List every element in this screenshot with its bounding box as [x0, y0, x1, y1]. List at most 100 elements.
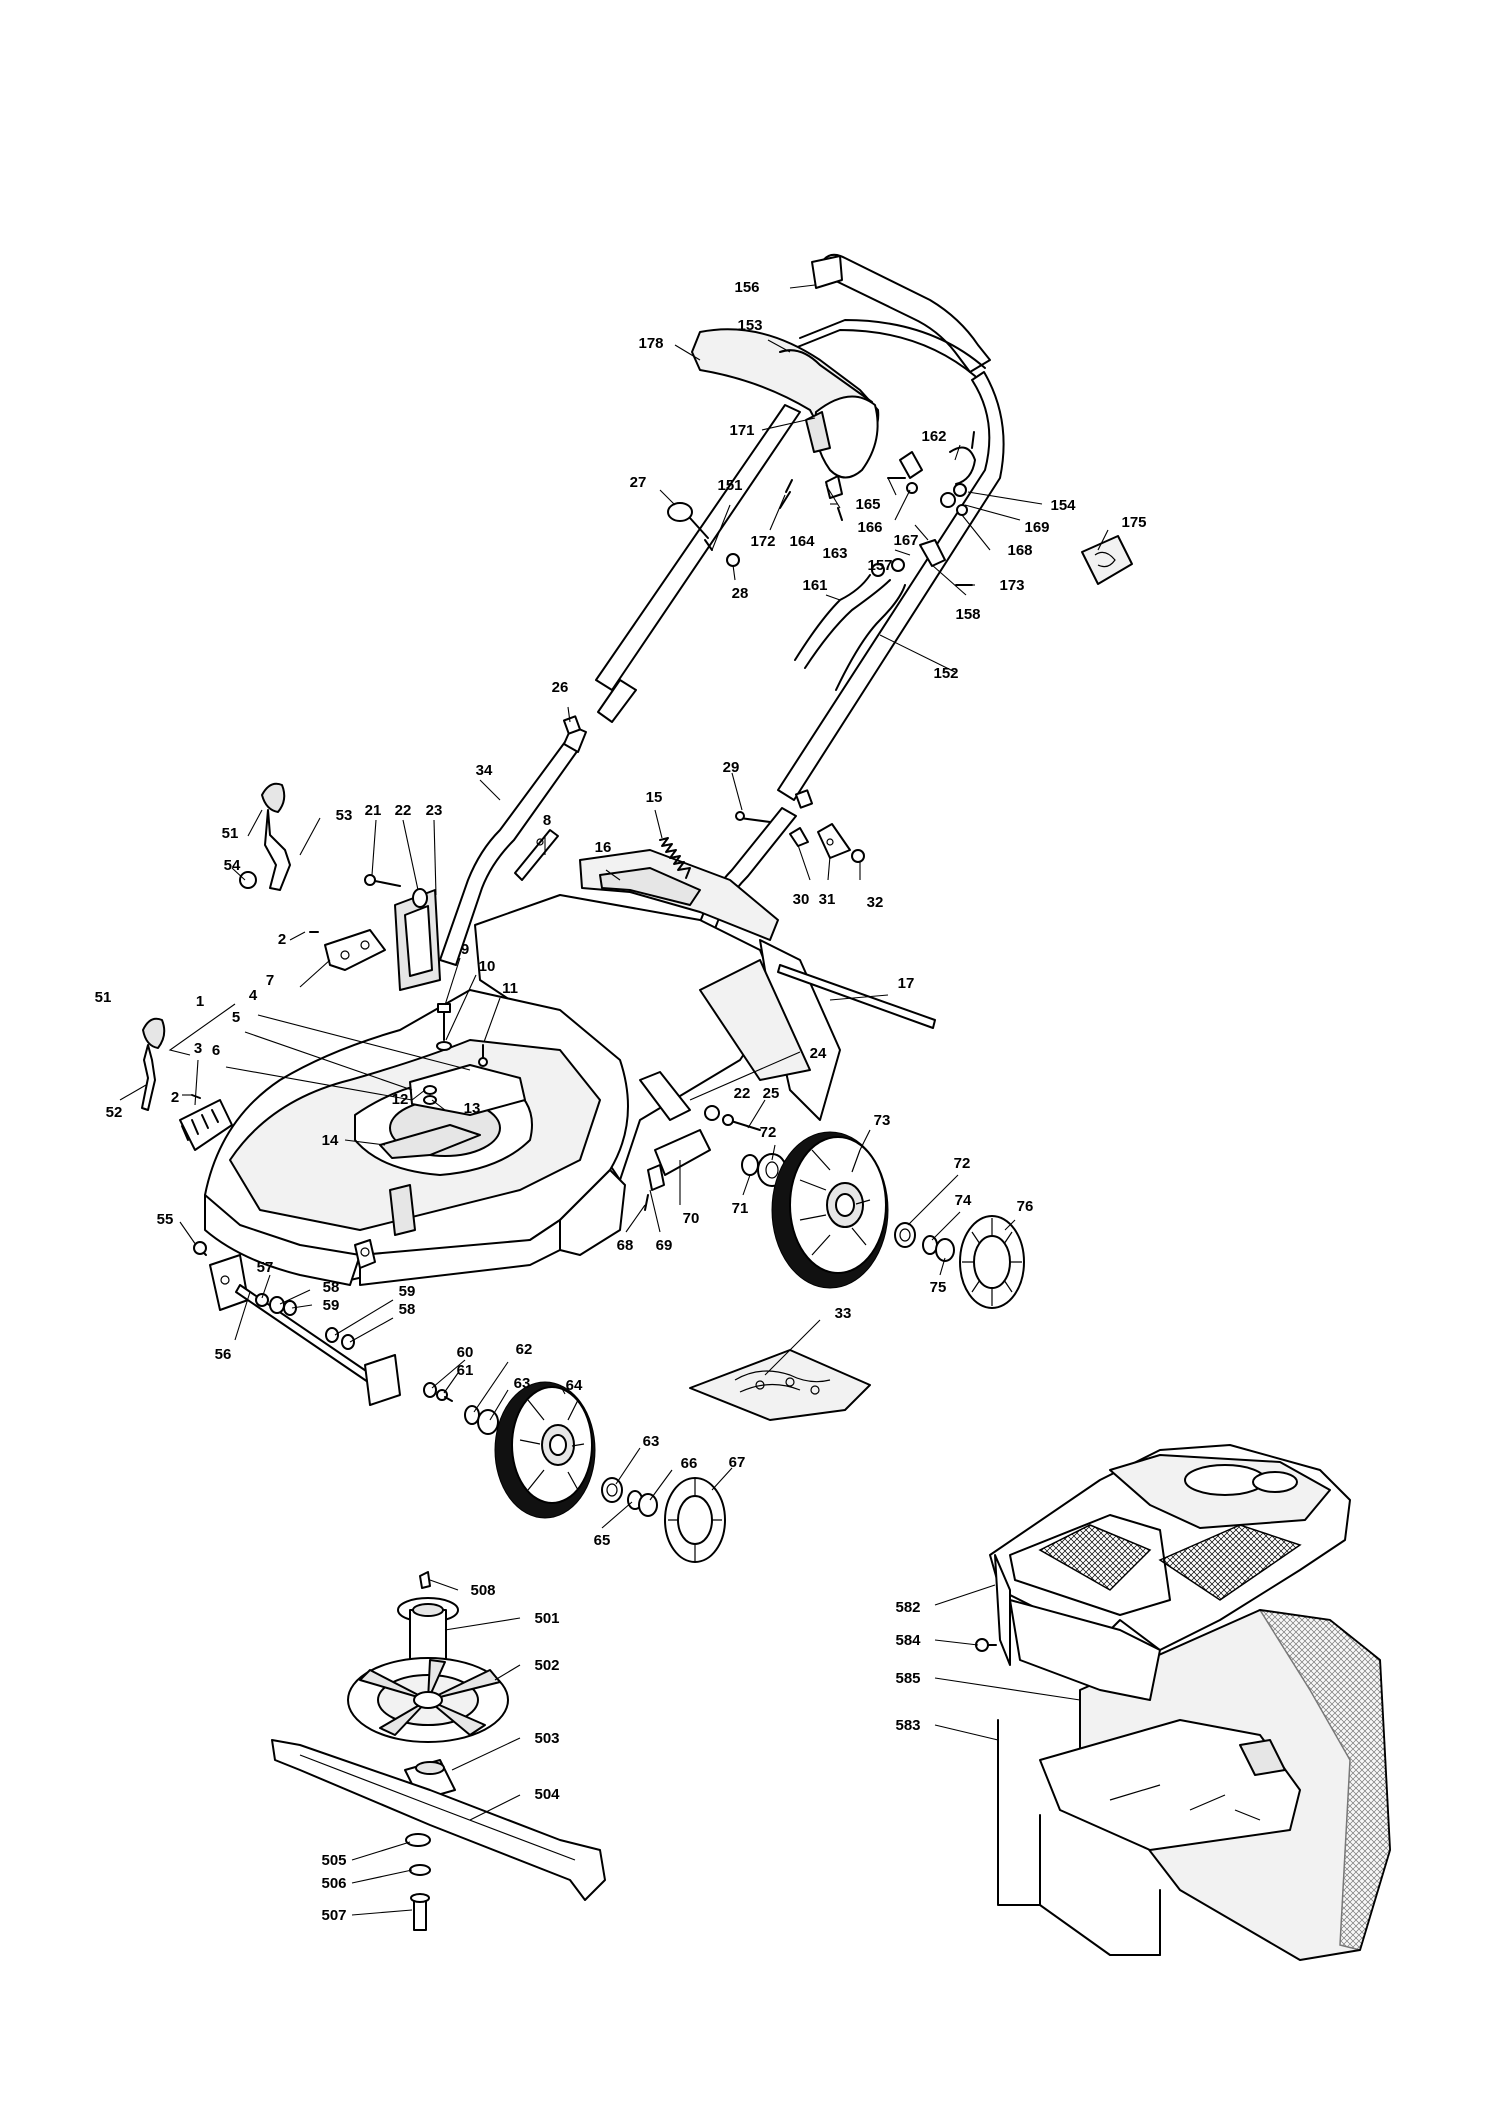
label-64: 64: [566, 1377, 583, 1394]
label-22b: 22: [734, 1085, 751, 1102]
grass-catcher: [975, 1444, 1391, 1961]
blade-assembly: [271, 1571, 606, 1931]
label-162: 162: [921, 428, 946, 445]
label-30: 30: [793, 891, 810, 908]
label-66: 66: [681, 1455, 698, 1472]
label-16: 16: [595, 839, 612, 856]
label-582: 582: [895, 1599, 920, 1616]
label-151: 151: [717, 477, 742, 494]
label-70: 70: [683, 1210, 700, 1227]
label-502: 502: [534, 1657, 559, 1674]
leader-lines: [119, 284, 1109, 1916]
label-13: 13: [464, 1100, 481, 1117]
label-503: 503: [534, 1730, 559, 1747]
label-585: 585: [895, 1670, 920, 1687]
label-14: 14: [322, 1132, 339, 1149]
label-8: 8: [543, 812, 551, 829]
label-9: 9: [461, 941, 469, 958]
label-68: 68: [617, 1237, 634, 1254]
label-56: 56: [215, 1346, 232, 1363]
label-6: 6: [212, 1042, 220, 1059]
label-163: 163: [822, 545, 847, 562]
label-2b: 2: [171, 1089, 179, 1106]
label-71: 71: [732, 1200, 749, 1217]
label-164: 164: [789, 533, 815, 550]
label-22a: 22: [395, 802, 412, 819]
label-58b: 58: [399, 1301, 416, 1318]
label-505: 505: [321, 1852, 346, 1869]
label-508: 508: [470, 1582, 495, 1599]
label-178: 178: [638, 335, 663, 352]
mower-deck: [141, 782, 936, 1286]
label-584: 584: [895, 1632, 921, 1649]
front-axle-assembly: [193, 1241, 871, 1563]
label-61: 61: [457, 1362, 474, 1379]
label-21: 21: [365, 802, 382, 819]
label-504: 504: [534, 1786, 560, 1803]
label-23: 23: [426, 802, 443, 819]
label-59b: 59: [399, 1283, 416, 1300]
label-72a: 72: [760, 1124, 777, 1141]
label-53: 53: [336, 807, 353, 824]
label-4: 4: [249, 987, 258, 1004]
label-29: 29: [723, 759, 740, 776]
label-166: 166: [857, 519, 882, 536]
label-63a: 63: [514, 1375, 531, 1392]
label-59a: 59: [323, 1297, 340, 1314]
label-2a: 2: [278, 931, 286, 948]
label-33: 33: [835, 1305, 852, 1322]
label-26: 26: [552, 679, 569, 696]
label-27: 27: [630, 474, 647, 491]
label-54: 54: [224, 857, 241, 874]
label-69: 69: [656, 1237, 673, 1254]
label-11: 11: [502, 980, 518, 997]
label-34: 34: [476, 762, 493, 779]
label-168: 168: [1007, 542, 1032, 559]
label-58a: 58: [323, 1279, 340, 1296]
label-173: 173: [999, 577, 1024, 594]
label-31: 31: [819, 891, 836, 908]
label-161: 161: [802, 577, 827, 594]
label-501: 501: [534, 1610, 559, 1627]
label-506: 506: [321, 1875, 346, 1892]
label-55: 55: [157, 1211, 174, 1228]
label-1: 1: [196, 993, 204, 1010]
label-157: 157: [867, 557, 892, 574]
label-167: 167: [893, 532, 918, 549]
label-12: 12: [392, 1091, 409, 1108]
label-73: 73: [874, 1112, 891, 1129]
label-51b: 51: [95, 989, 112, 1006]
label-76: 76: [1017, 1198, 1034, 1215]
label-15: 15: [646, 789, 663, 806]
label-25: 25: [763, 1085, 780, 1102]
rear-wheel-right: [757, 1131, 1025, 1309]
label-172: 172: [750, 533, 775, 550]
label-65: 65: [594, 1532, 611, 1549]
label-67: 67: [729, 1454, 746, 1471]
label-10: 10: [479, 958, 496, 975]
label-175: 175: [1121, 514, 1146, 531]
label-32: 32: [867, 894, 884, 911]
label-169: 169: [1024, 519, 1049, 536]
label-153: 153: [737, 317, 762, 334]
label-72b: 72: [954, 1155, 971, 1172]
upper-handle: [595, 253, 1133, 801]
label-152: 152: [933, 665, 958, 682]
label-17: 17: [898, 975, 915, 992]
label-154: 154: [1050, 497, 1076, 514]
label-5: 5: [232, 1009, 240, 1026]
label-62: 62: [516, 1341, 533, 1358]
label-28: 28: [732, 585, 749, 602]
label-156: 156: [734, 279, 759, 296]
label-74: 74: [955, 1192, 972, 1209]
label-507: 507: [321, 1907, 346, 1924]
label-3: 3: [194, 1040, 202, 1057]
label-63b: 63: [643, 1433, 660, 1450]
label-52: 52: [106, 1104, 123, 1121]
label-165: 165: [855, 496, 880, 513]
part-labels: 1 2 3 4 5 6 7 8 9 10 11 12 13 14 15 16 1…: [95, 279, 1147, 1924]
label-24: 24: [810, 1045, 827, 1062]
label-57: 57: [257, 1259, 274, 1276]
label-158: 158: [955, 606, 980, 623]
